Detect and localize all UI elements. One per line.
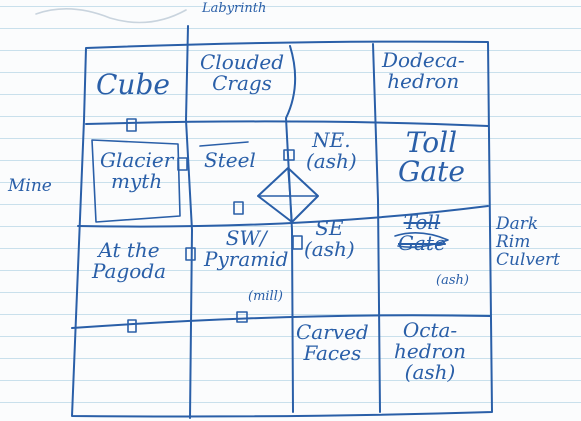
room-cube: Cube xyxy=(96,70,170,99)
room-sw-pyramid: SW/ Pyramid xyxy=(204,228,288,270)
pen-scribble xyxy=(36,9,186,23)
room-dodecahedron: Dodeca- hedron xyxy=(382,50,465,92)
room-carved-faces: Carved Faces xyxy=(296,322,369,364)
center-diamond-inner xyxy=(258,168,318,222)
door-marker xyxy=(127,119,136,131)
map-column-line-3 xyxy=(373,44,380,412)
room-ne-ash: NE. (ash) xyxy=(306,130,357,172)
room-octahedron: Octa- hedron (ash) xyxy=(394,320,466,383)
side-label-east: Dark Rim Culvert xyxy=(496,216,576,270)
room-toll-gate-crossed: Toll Gate xyxy=(398,212,446,254)
room-steel: Steel xyxy=(204,150,256,171)
door-marker xyxy=(128,320,136,332)
door-marker xyxy=(237,312,247,322)
door-marker xyxy=(234,202,243,214)
door-marker xyxy=(186,248,195,260)
room-clouded-crags: Clouded Crags xyxy=(200,52,284,94)
room-se-ash: SE (ash) xyxy=(304,218,355,260)
side-label-west: Mine xyxy=(8,178,52,196)
door-marker xyxy=(293,236,302,249)
room-toll-gate-note: (ash) xyxy=(436,274,469,288)
map-column-line-1 xyxy=(186,26,192,418)
steel-strike xyxy=(200,142,248,146)
room-toll-gate: Toll Gate xyxy=(398,128,465,187)
room-sw-pyramid-note: (mill) xyxy=(248,290,283,304)
room-glacier-myth: Glacier myth xyxy=(100,150,173,192)
header-note: Labyrinth xyxy=(202,2,266,16)
room-at-the-pagoda: At the Pagoda xyxy=(92,240,166,282)
